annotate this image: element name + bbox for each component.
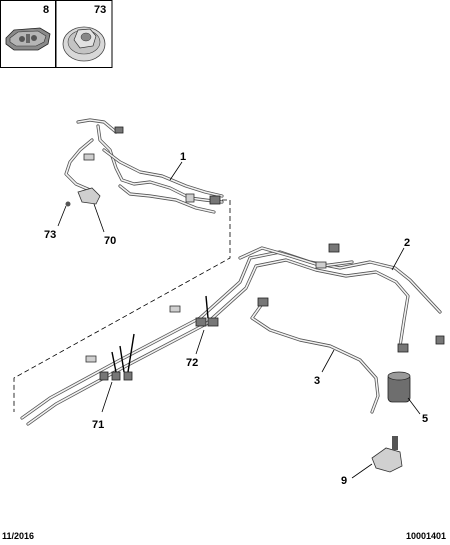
clip-icon xyxy=(5,27,51,51)
connector-end xyxy=(209,195,221,205)
inset-box-clip: 8 xyxy=(0,0,56,68)
callout-5: 5 xyxy=(422,413,428,425)
pipe-3 xyxy=(250,297,380,414)
inset-box-nut: 73 xyxy=(55,0,113,68)
clamp-9 xyxy=(371,436,403,473)
dashed-connections xyxy=(13,199,231,412)
clip-set-71 xyxy=(99,333,135,381)
pipe-clip xyxy=(185,193,195,203)
clip-set-72 xyxy=(195,295,219,327)
callout-9: 9 xyxy=(341,475,347,487)
pipe-clip xyxy=(83,153,95,161)
footer-date: 11/2016 xyxy=(2,531,35,541)
connector-end xyxy=(397,343,409,353)
callout-73: 73 xyxy=(44,229,56,241)
inset-label-nut: 73 xyxy=(94,4,106,16)
callout-1: 1 xyxy=(180,151,186,163)
footer-reference: 10001401 xyxy=(405,531,446,541)
bracket-70 xyxy=(77,187,101,205)
callout-2: 2 xyxy=(404,237,410,249)
callout-72: 72 xyxy=(186,357,198,369)
fuel-filter-5 xyxy=(387,371,411,403)
connector-end xyxy=(114,126,124,134)
inset-label-clip: 8 xyxy=(43,4,49,16)
pipe-clip xyxy=(85,355,97,363)
pipe-assembly-1 xyxy=(64,118,224,214)
callout-3: 3 xyxy=(314,375,320,387)
callout-71: 71 xyxy=(92,419,104,431)
nut-73 xyxy=(65,201,71,207)
pipe-clip xyxy=(315,261,327,269)
connector-end xyxy=(435,335,445,345)
flange-nut-icon xyxy=(62,26,106,62)
leader-lines xyxy=(57,161,421,479)
underbody-pipes xyxy=(20,243,445,426)
callout-70: 70 xyxy=(104,235,116,247)
pipe-clip xyxy=(169,305,181,313)
connector-end xyxy=(257,297,269,307)
connector-end xyxy=(328,243,340,253)
